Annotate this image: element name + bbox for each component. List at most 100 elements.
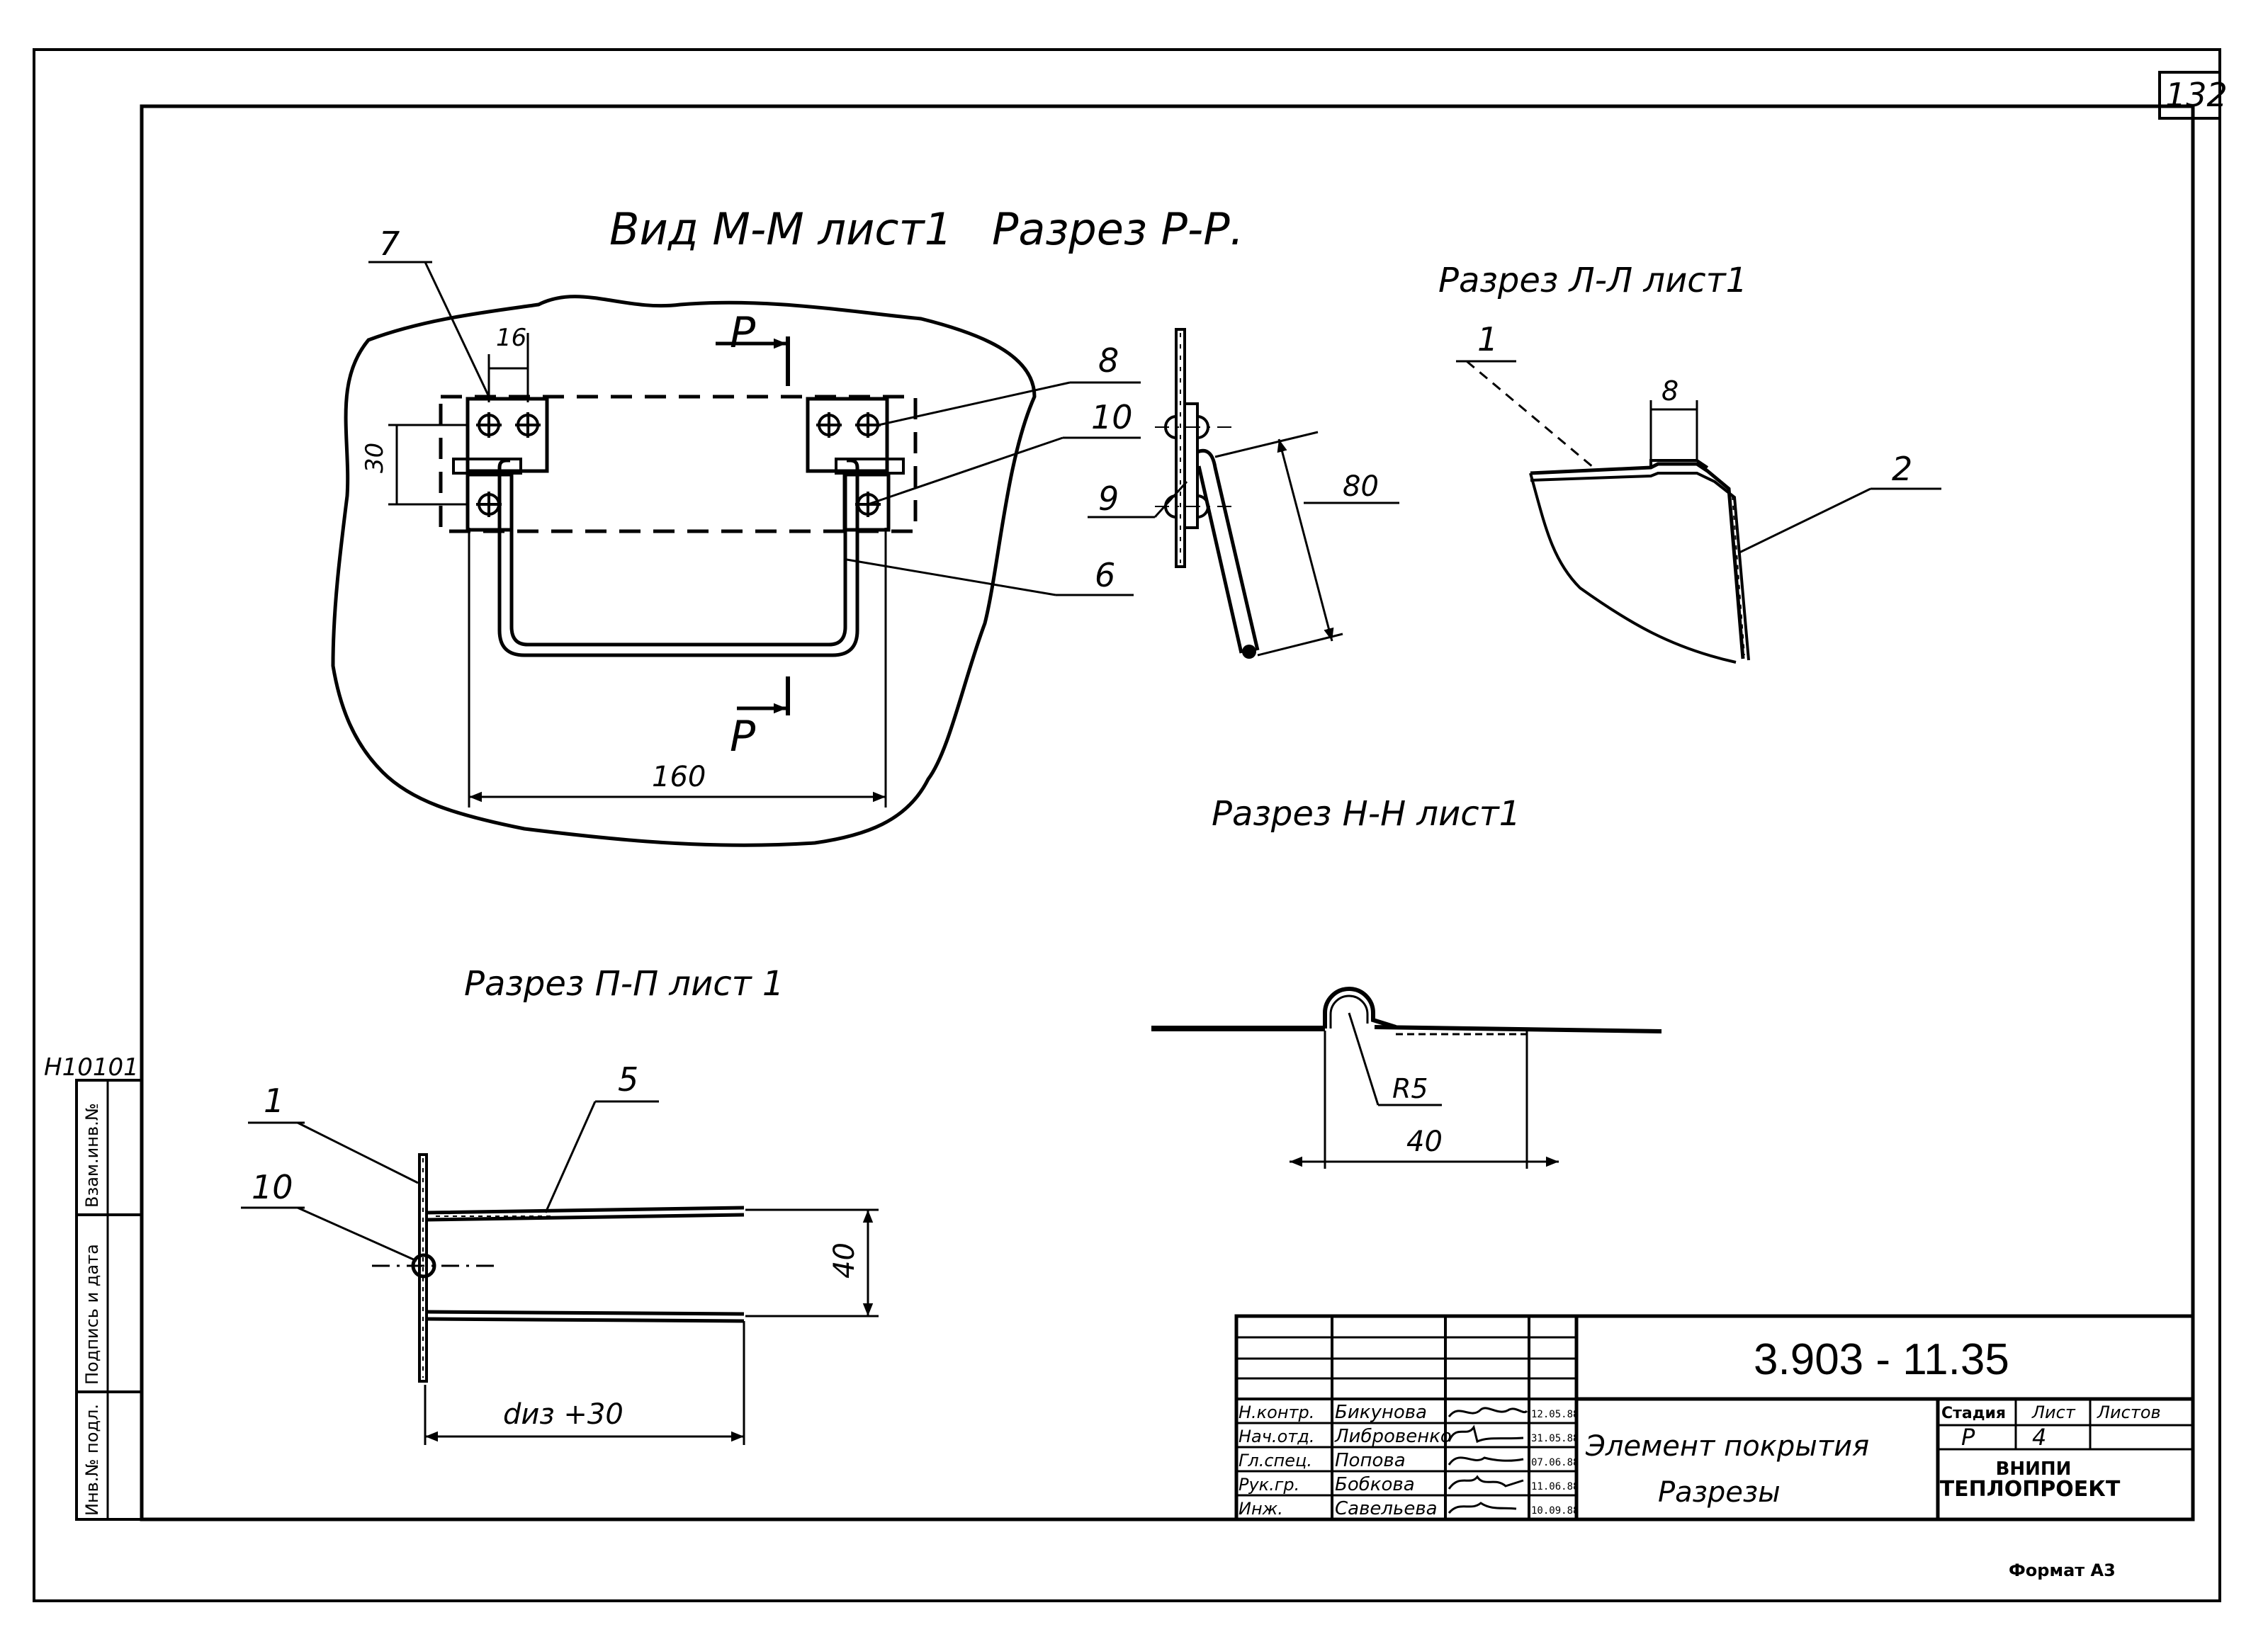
pp-rod-end — [1242, 645, 1256, 659]
role-rows: Н.контр. Бикунова 12.05.88 Нач.отд. Либр… — [1239, 1402, 1579, 1519]
callout-1b: 1 — [264, 1082, 284, 1120]
role-label: Нач.отд. — [1239, 1427, 1314, 1446]
callout-10a: 10 — [1091, 398, 1133, 436]
role-label: Рук.гр. — [1239, 1475, 1299, 1495]
leader-5 — [544, 1101, 597, 1213]
role-date: 12.05.88 — [1531, 1409, 1579, 1420]
leader-2 — [1739, 487, 1871, 554]
callout-7: 7 — [379, 225, 400, 263]
callout-5: 5 — [618, 1060, 638, 1099]
role-date: 11.06.88 — [1531, 1481, 1579, 1492]
section-p-p: 80 9 — [1088, 328, 1399, 659]
dim-8-label: 8 — [1661, 375, 1679, 407]
page-number: 132 — [2165, 76, 2228, 114]
dim-16-label: 16 — [496, 324, 526, 352]
title-block — [1234, 1314, 2195, 1522]
stage-header: Стадия — [1941, 1405, 2006, 1422]
role-label: Инж. — [1239, 1499, 1283, 1519]
sheet-header: Лист — [2031, 1402, 2076, 1422]
dim-80-line — [1277, 438, 1334, 642]
leader-8 — [878, 381, 1071, 426]
ll-sheet-top — [1530, 462, 1745, 659]
role-date: 07.06.88 — [1531, 1457, 1579, 1468]
view-m-m: Вид М-М лист1 Разрез Р-Р. 16 — [331, 203, 1243, 847]
signatures — [1448, 1407, 1528, 1514]
role-label: Н.контр. — [1239, 1402, 1314, 1422]
bolt-holes — [476, 412, 881, 517]
callout-2: 2 — [1892, 450, 1912, 488]
pin-left — [452, 458, 522, 475]
pp-bolt-a — [1164, 415, 1209, 439]
nn-radius-leader — [1348, 1012, 1380, 1106]
section-n-n: Разрез Н-Н лист1 R5 40 — [1151, 794, 1662, 1169]
ll-fold — [1649, 459, 1709, 469]
leader-9 — [1153, 480, 1188, 518]
inner-frame — [140, 104, 2195, 1522]
cut-p-top: Р — [730, 308, 756, 358]
section-pi-title: Разрез П-П лист 1 — [464, 964, 784, 1004]
doc-number: 3.903 - 11.35 — [1754, 1335, 2009, 1384]
side-stamp-col3: Инв.№ подл. — [82, 1404, 102, 1516]
view-m-title: Вид М-М лист1 — [609, 203, 952, 255]
leader-6 — [846, 558, 1056, 596]
plate-left-upper — [466, 397, 549, 473]
ll-panel-edge — [1529, 472, 1737, 664]
role-name: Бикунова — [1335, 1402, 1427, 1423]
section-l-l: Разрез Л-Л лист1 8 1 2 — [1438, 261, 1941, 664]
side-stamp-col1: Взам.инв.№ — [82, 1103, 102, 1208]
section-p-title: Разрез Р-Р. — [992, 203, 1243, 255]
ll-hatch — [1732, 495, 1745, 656]
section-pi-pi: Разрез П-П лист 1 40 dиз +30 1 5 10 — [241, 964, 879, 1445]
callout-8: 8 — [1098, 341, 1119, 380]
dim-30-label: 30 — [361, 443, 389, 473]
role-name: Савельева — [1335, 1498, 1438, 1519]
plate-right-upper — [806, 397, 889, 473]
role-label: Гл.спец. — [1239, 1451, 1312, 1470]
element-title: Элемент покрытия — [1585, 1430, 1869, 1463]
leader-7 — [424, 261, 490, 397]
callout-6: 6 — [1095, 556, 1115, 594]
cut-p-bottom: Р — [730, 712, 756, 761]
u-handle-outer — [497, 458, 859, 657]
leader-1a — [1466, 360, 1598, 472]
pi-wall — [418, 1153, 428, 1383]
org-line2: ТЕПЛОПРОЕКТ — [1940, 1477, 2121, 1502]
section-n-title: Разрез Н-Н лист1 — [1212, 794, 1521, 834]
page-number-box — [2158, 71, 2221, 120]
sheet-value: 4 — [2032, 1424, 2046, 1451]
callout-10b: 10 — [252, 1168, 293, 1206]
break-outline — [331, 295, 1037, 847]
nn-bead — [1323, 987, 1397, 1029]
format-note: Формат А3 — [2009, 1560, 2116, 1580]
side-stamp: Взам.инв.№ Подпись и дата Инв.№ подл. Н1… — [44, 1053, 143, 1521]
dim-80-label: 80 — [1343, 470, 1379, 503]
role-name: Либровенко — [1334, 1426, 1452, 1447]
leader-10a — [867, 436, 1064, 506]
role-date: 31.05.88 — [1531, 1433, 1579, 1444]
side-stamp-col2: Подпись и дата — [82, 1244, 102, 1385]
pi-leg-lower — [426, 1310, 745, 1323]
inventory-code: Н10101 — [44, 1053, 139, 1082]
pp-rod — [1197, 448, 1260, 654]
ll-sheet-bottom — [1530, 472, 1750, 661]
dim-160-label: 160 — [652, 761, 706, 793]
role-date: 10.09.88 — [1531, 1505, 1579, 1517]
dim-40pi-label: 40 — [828, 1242, 861, 1279]
leader-1b — [297, 1121, 419, 1184]
dim-dins-label: dиз +30 — [503, 1398, 624, 1431]
nn-radius-label: R5 — [1392, 1073, 1428, 1104]
pp-wall — [1175, 328, 1186, 568]
sheets-header: Листов — [2097, 1402, 2161, 1422]
role-name: Попова — [1335, 1450, 1406, 1471]
role-name: Бобкова — [1335, 1474, 1415, 1495]
outer-border — [33, 48, 2221, 1602]
leader-10b — [297, 1206, 417, 1262]
pi-leg-upper — [426, 1206, 745, 1222]
dim-80-ext-a — [1214, 431, 1319, 458]
stage-value: Р — [1961, 1424, 1975, 1451]
pin-right — [835, 458, 905, 475]
u-handle-inner — [509, 470, 847, 647]
callout-9: 9 — [1098, 480, 1119, 518]
pp-bracket — [1183, 402, 1199, 529]
